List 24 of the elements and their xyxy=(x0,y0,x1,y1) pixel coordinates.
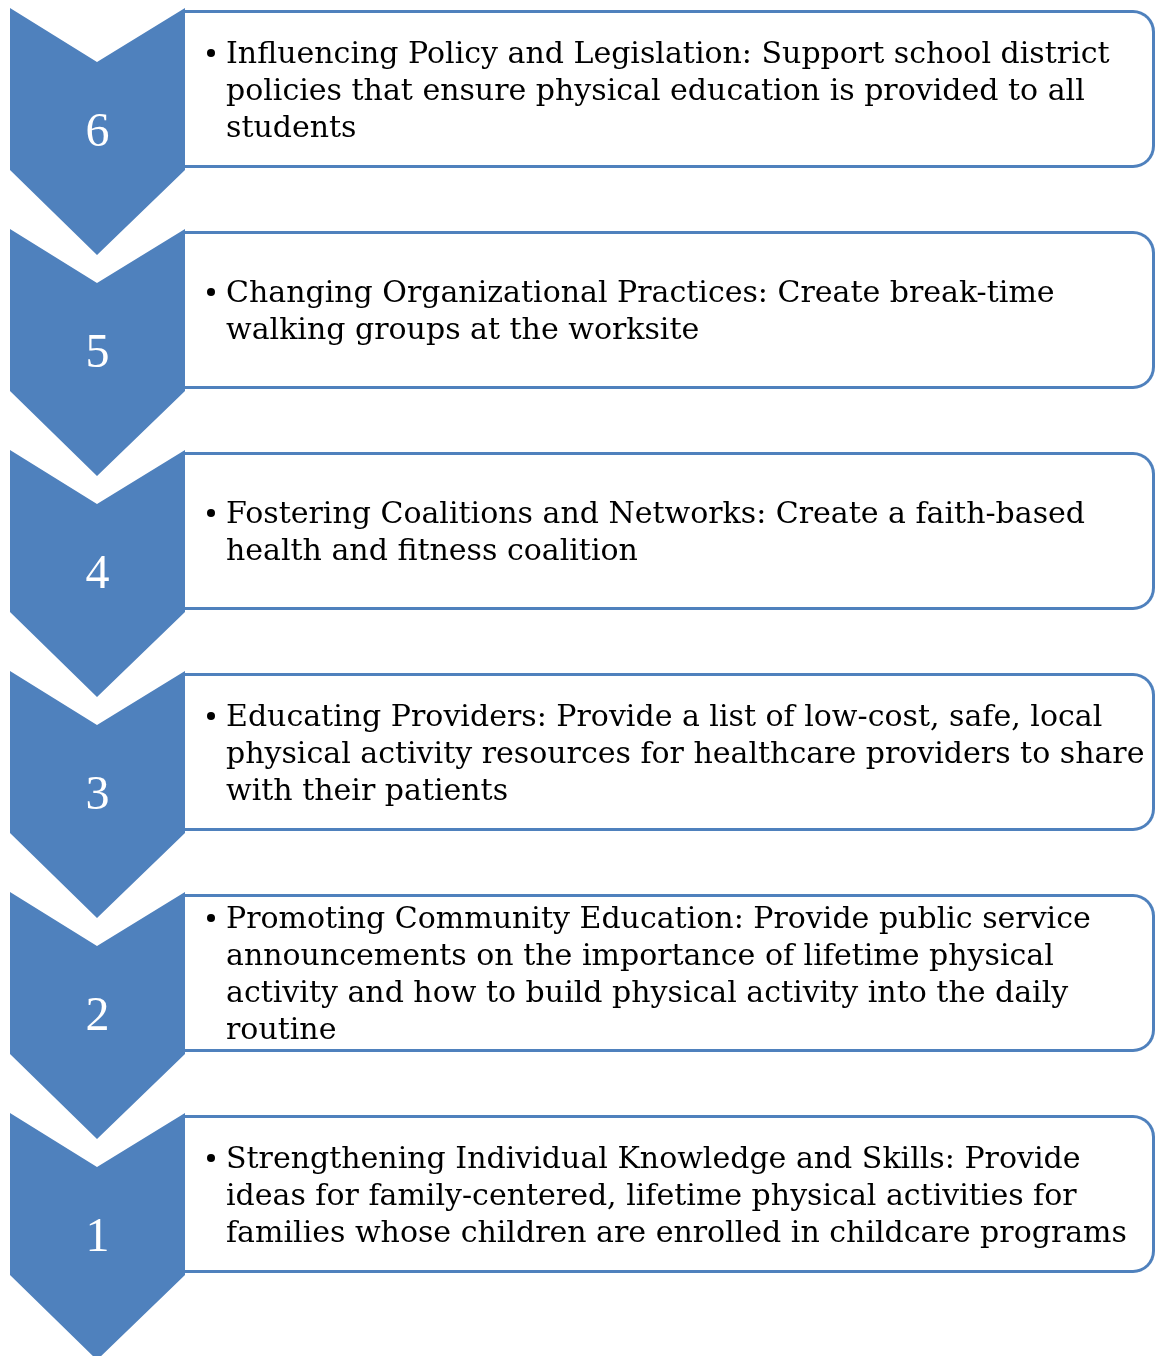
step-number: 4 xyxy=(84,548,111,596)
chevron-shape xyxy=(10,8,185,255)
step-number: 2 xyxy=(84,990,111,1038)
chevron-shape xyxy=(10,892,185,1139)
description-text: Promoting Community Education: Provide public service announcements on the importance of lifetime physical activity and how to build physical activity into the daily routine xyxy=(226,899,1092,1047)
description-text: Fostering Coalitions and Networks: Create a faith-based health and fitness coalition xyxy=(226,494,1087,568)
text-panel xyxy=(185,673,1155,831)
chevron-shape xyxy=(10,229,185,476)
step-number: 1 xyxy=(84,1211,111,1259)
text-panel xyxy=(185,452,1155,610)
text-panel xyxy=(185,10,1155,168)
chevron-shape xyxy=(10,671,185,918)
chevron-shape xyxy=(10,450,185,697)
step-number: 3 xyxy=(84,769,111,817)
text-panel xyxy=(185,231,1155,389)
description-text: Changing Organizational Practices: Create break-time walking groups at the worksite xyxy=(226,273,1056,347)
step-number: 6 xyxy=(84,106,111,154)
description-text: Influencing Policy and Legislation: Support school district policies that ensure physical education is provided to all students xyxy=(226,33,1111,145)
step-number: 5 xyxy=(84,327,111,375)
description-text: Educating Providers: Provide a list of low-cost, safe, local physical activity resources for healthcare providers to share with their patients xyxy=(226,696,1146,808)
chevron-shape xyxy=(10,1113,185,1356)
text-panel xyxy=(185,1115,1155,1273)
text-panel xyxy=(185,894,1155,1052)
description-text: Strengthening Individual Knowledge and Skills: Provide ideas for family-centered, lifetime physical activities for families whose children are enrolled in childcare programs xyxy=(226,1138,1128,1250)
